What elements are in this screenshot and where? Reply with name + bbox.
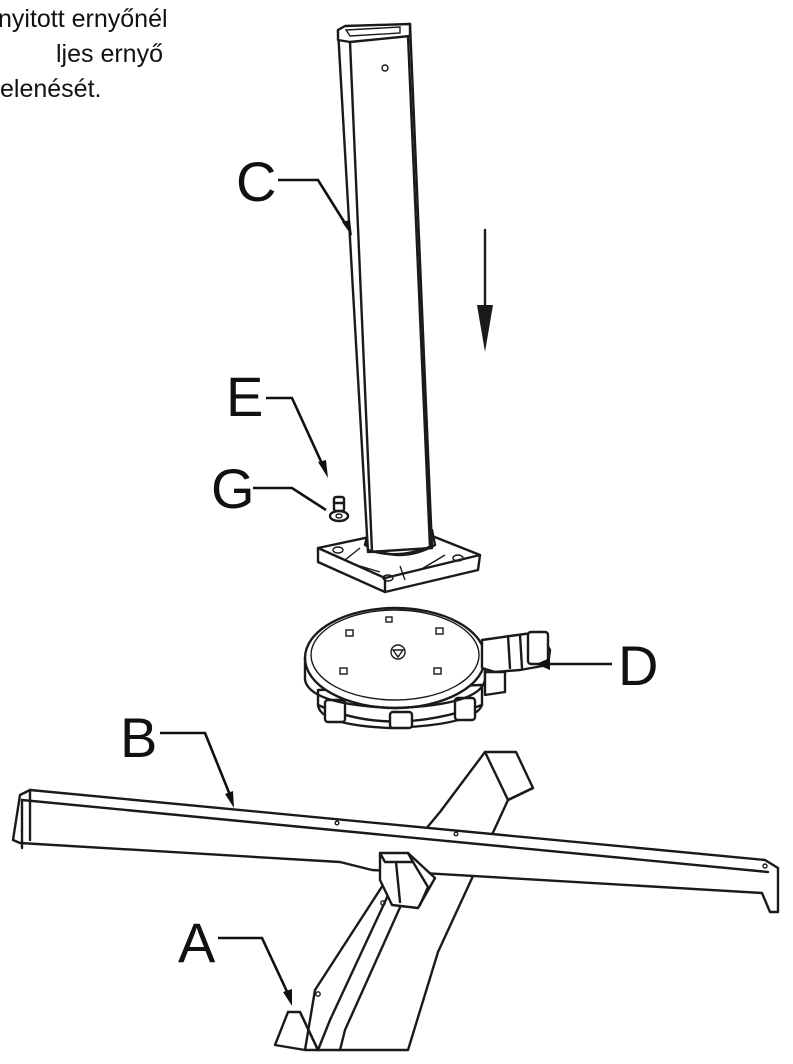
instruction-text: nyitott ernyőnél ljes ernyő elenését.	[0, 2, 168, 107]
down-arrow-icon	[477, 228, 493, 352]
instruction-line-1: nyitott ernyőnél	[0, 5, 168, 33]
callout-e: E	[226, 365, 263, 428]
part-c-pole	[336, 22, 434, 556]
beam-joint	[378, 851, 437, 910]
instruction-line-2: ljes ernyő	[56, 40, 163, 68]
washer-g	[328, 509, 350, 523]
screw-e	[332, 495, 346, 513]
callout-d: D	[618, 634, 658, 697]
callout-a: A	[178, 911, 216, 974]
part-d-rotating-base	[303, 606, 552, 730]
callout-b: B	[120, 706, 157, 769]
callout-g: G	[211, 457, 255, 520]
part-b-base-beam	[11, 788, 780, 914]
callout-c: C	[236, 150, 276, 213]
leader-lines	[160, 178, 612, 1006]
instruction-line-3: elenését.	[0, 75, 102, 103]
